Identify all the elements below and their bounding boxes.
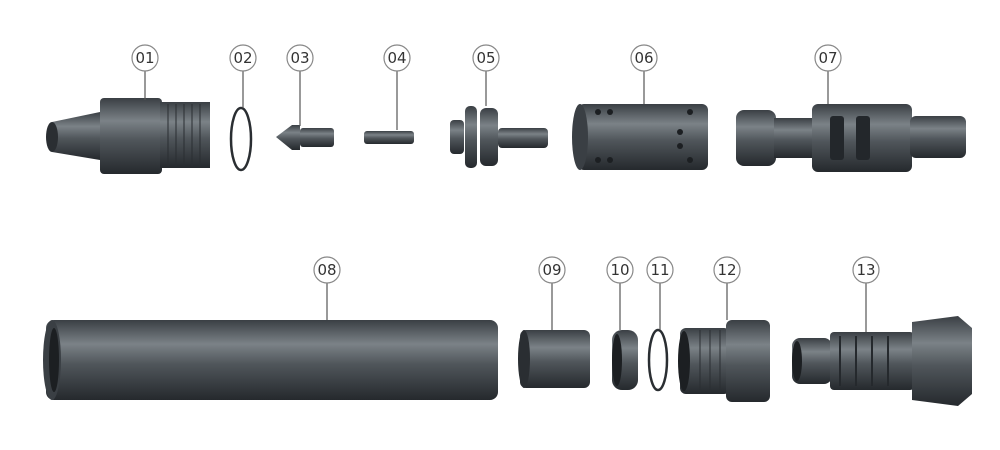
- callout-number: 02: [233, 49, 252, 67]
- callout-circle: [286, 44, 314, 72]
- callout-number: 01: [135, 49, 154, 67]
- callout-11: 11: [646, 256, 674, 330]
- part-11-o-ring: [647, 328, 669, 392]
- callout-10: 10: [606, 256, 634, 330]
- callout-circle: [814, 44, 842, 72]
- callout-04: 04: [383, 44, 411, 130]
- callout-circle: [713, 256, 741, 284]
- callout-circle: [630, 44, 658, 72]
- part-07-piston: [736, 104, 966, 172]
- callout-number: 10: [610, 261, 629, 279]
- callout-01: 01: [131, 44, 159, 100]
- part-08-outer-casing: [43, 320, 498, 400]
- callout-08: 08: [313, 256, 341, 320]
- callout-circle: [538, 256, 566, 284]
- callout-03: 03: [286, 44, 314, 126]
- callout-number: 08: [317, 261, 336, 279]
- callout-circle: [131, 44, 159, 72]
- callout-circle: [606, 256, 634, 284]
- part-13-drill-bit: [792, 316, 972, 406]
- part-12-chuck: [678, 320, 770, 402]
- callout-02: 02: [229, 44, 257, 108]
- callout-number: 06: [634, 49, 653, 67]
- callout-number: 12: [717, 261, 736, 279]
- part-03-pin: [276, 125, 334, 150]
- callout-number: 05: [476, 49, 495, 67]
- part-01-backhead: [46, 98, 210, 174]
- callout-05: 05: [472, 44, 500, 106]
- callout-09: 09: [538, 256, 566, 330]
- part-06-cylinder: [572, 104, 708, 170]
- callout-06: 06: [630, 44, 658, 104]
- part-04-tube: [364, 131, 414, 144]
- part-09-sleeve: [518, 330, 590, 388]
- callout-circle: [383, 44, 411, 72]
- callout-number: 13: [856, 261, 875, 279]
- part-10-retaining-ring: [612, 330, 638, 390]
- callout-12: 12: [713, 256, 741, 320]
- callout-number: 11: [650, 261, 669, 279]
- callout-circle: [852, 256, 880, 284]
- callout-07: 07: [814, 44, 842, 104]
- callout-number: 07: [818, 49, 837, 67]
- callout-number: 03: [290, 49, 309, 67]
- callout-circle: [313, 256, 341, 284]
- part-02-o-ring: [229, 106, 253, 172]
- callout-circle: [229, 44, 257, 72]
- callout-number: 04: [387, 49, 406, 67]
- part-05-valve: [450, 106, 548, 168]
- callout-circle: [646, 256, 674, 284]
- callout-number: 09: [542, 261, 561, 279]
- callout-13: 13: [852, 256, 880, 332]
- callout-circle: [472, 44, 500, 72]
